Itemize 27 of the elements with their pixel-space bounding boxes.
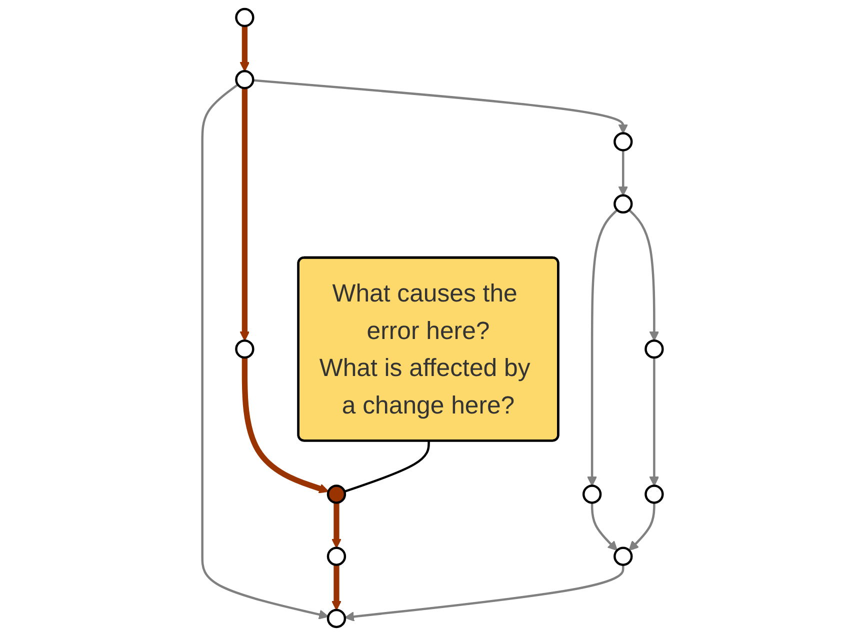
arrow [253,79,628,134]
arrow [628,209,660,342]
node-circle [326,484,346,504]
node-circle [582,484,602,504]
arrow [332,564,342,610]
arrow [344,564,624,622]
node-circle [614,194,633,214]
node-circle [235,70,254,90]
arrow [628,502,656,551]
node-circle [326,608,346,628]
arrow [242,358,329,494]
arrow [240,26,250,72]
arrow [618,150,628,196]
arrow [587,209,618,486]
arrow [240,88,250,342]
node-circle [644,484,664,504]
node-circle [235,8,254,28]
node-circle [235,339,254,359]
arrow [201,84,329,620]
arrow [590,502,618,551]
node-circle [614,546,633,566]
node-circle [326,546,346,566]
node-circle [644,339,664,359]
arrow [332,502,342,548]
connector [344,441,430,493]
node-circle [614,132,633,152]
arrow [649,358,660,486]
